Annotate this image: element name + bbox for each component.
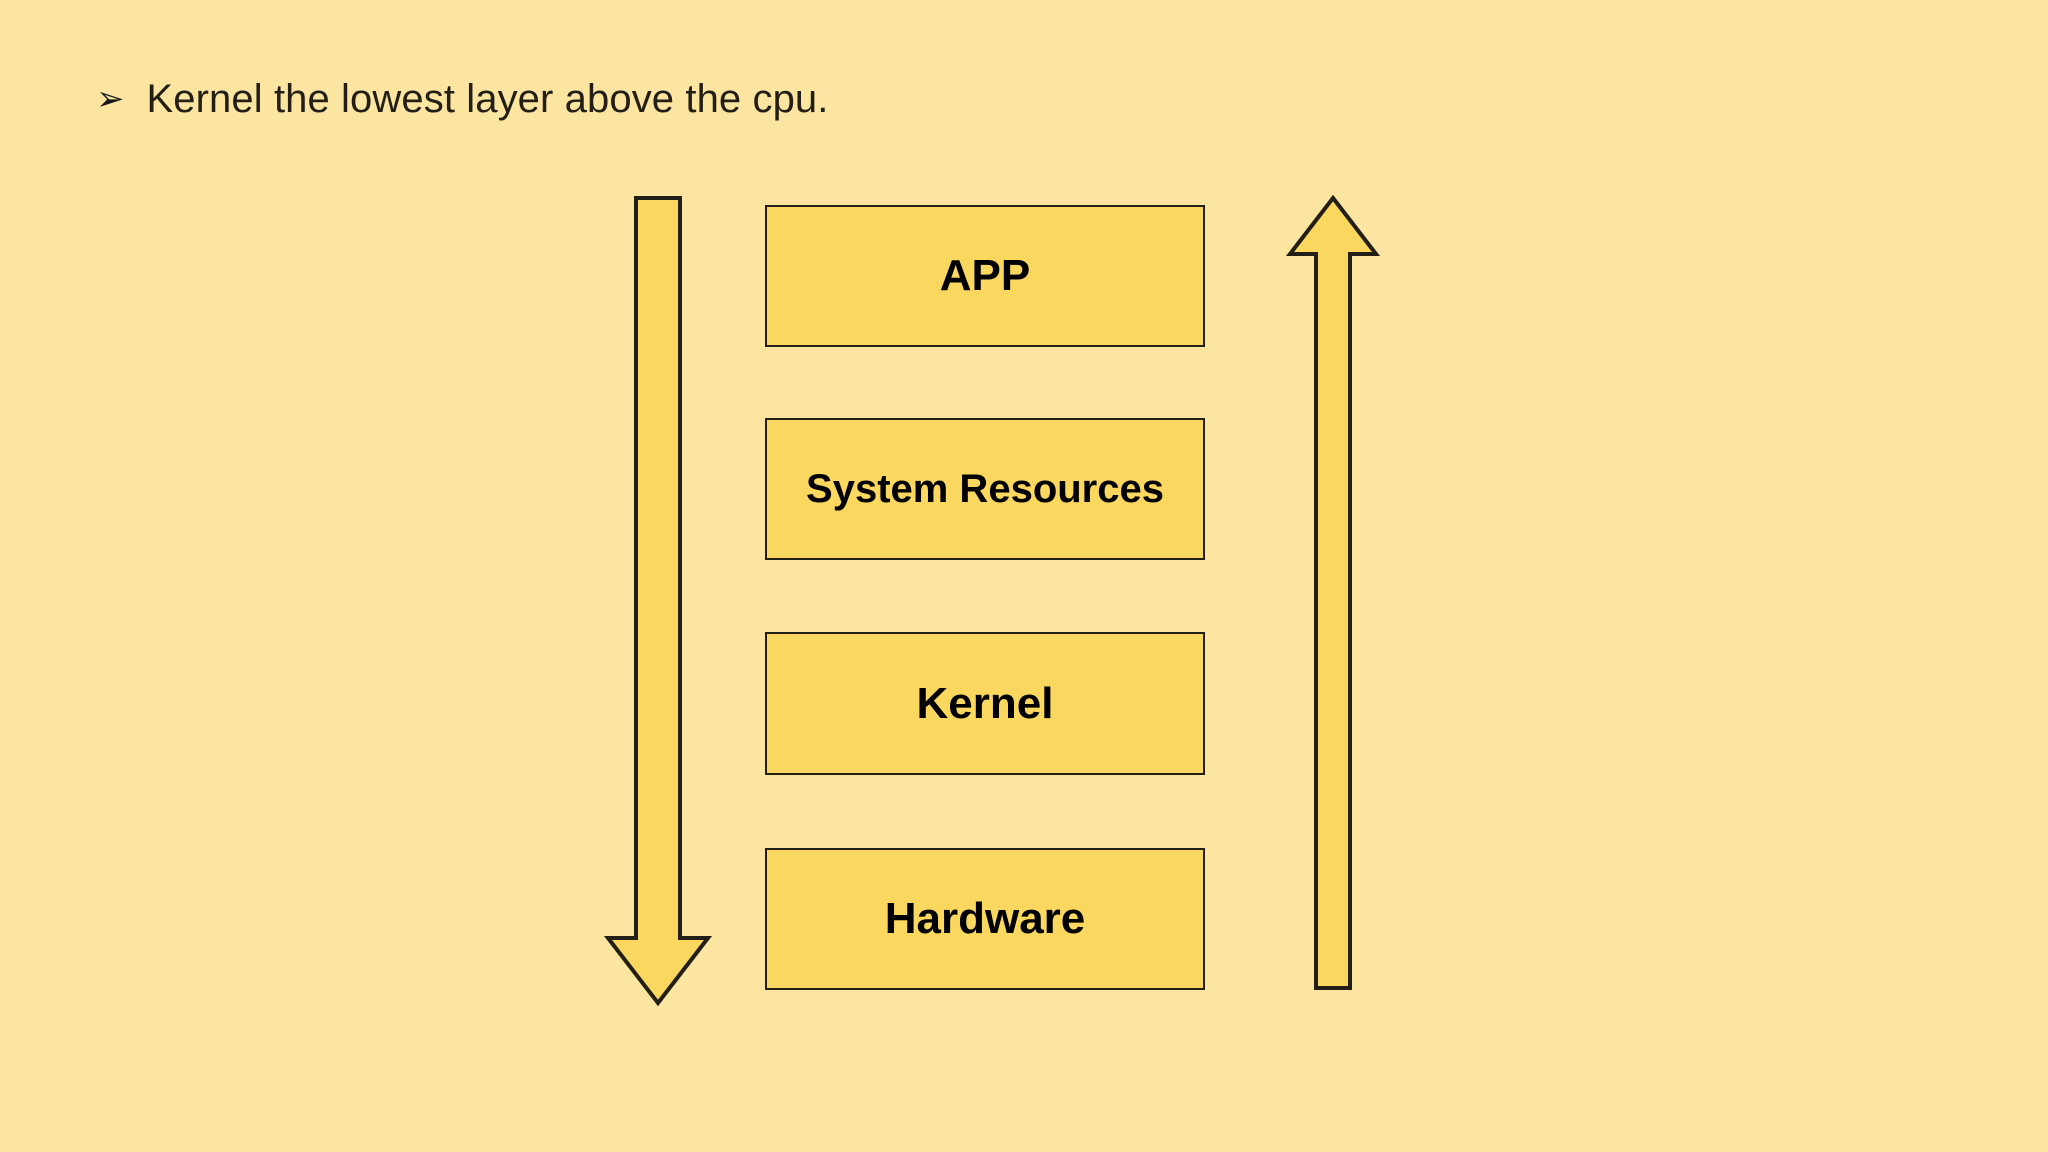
- down-arrow-icon: [603, 196, 713, 1007]
- layer-box-app: APP: [765, 205, 1205, 347]
- layer-box-system-resources: System Resources: [765, 418, 1205, 560]
- layer-label-kernel: Kernel: [916, 678, 1054, 728]
- layer-label-system-resources: System Resources: [806, 467, 1164, 511]
- bullet-text: Kernel the lowest layer above the cpu.: [146, 77, 829, 121]
- arrowhead-bullet-icon: ➢: [96, 80, 125, 118]
- layer-label-app: APP: [939, 251, 1031, 300]
- layer-label-hardware: Hardware: [884, 894, 1086, 943]
- layer-box-kernel: Kernel: [765, 632, 1205, 775]
- layer-box-hardware: Hardware: [765, 848, 1205, 990]
- bullet-line: ➢ Kernel the lowest layer above the cpu.: [96, 76, 828, 122]
- up-arrow-icon: [1285, 194, 1381, 990]
